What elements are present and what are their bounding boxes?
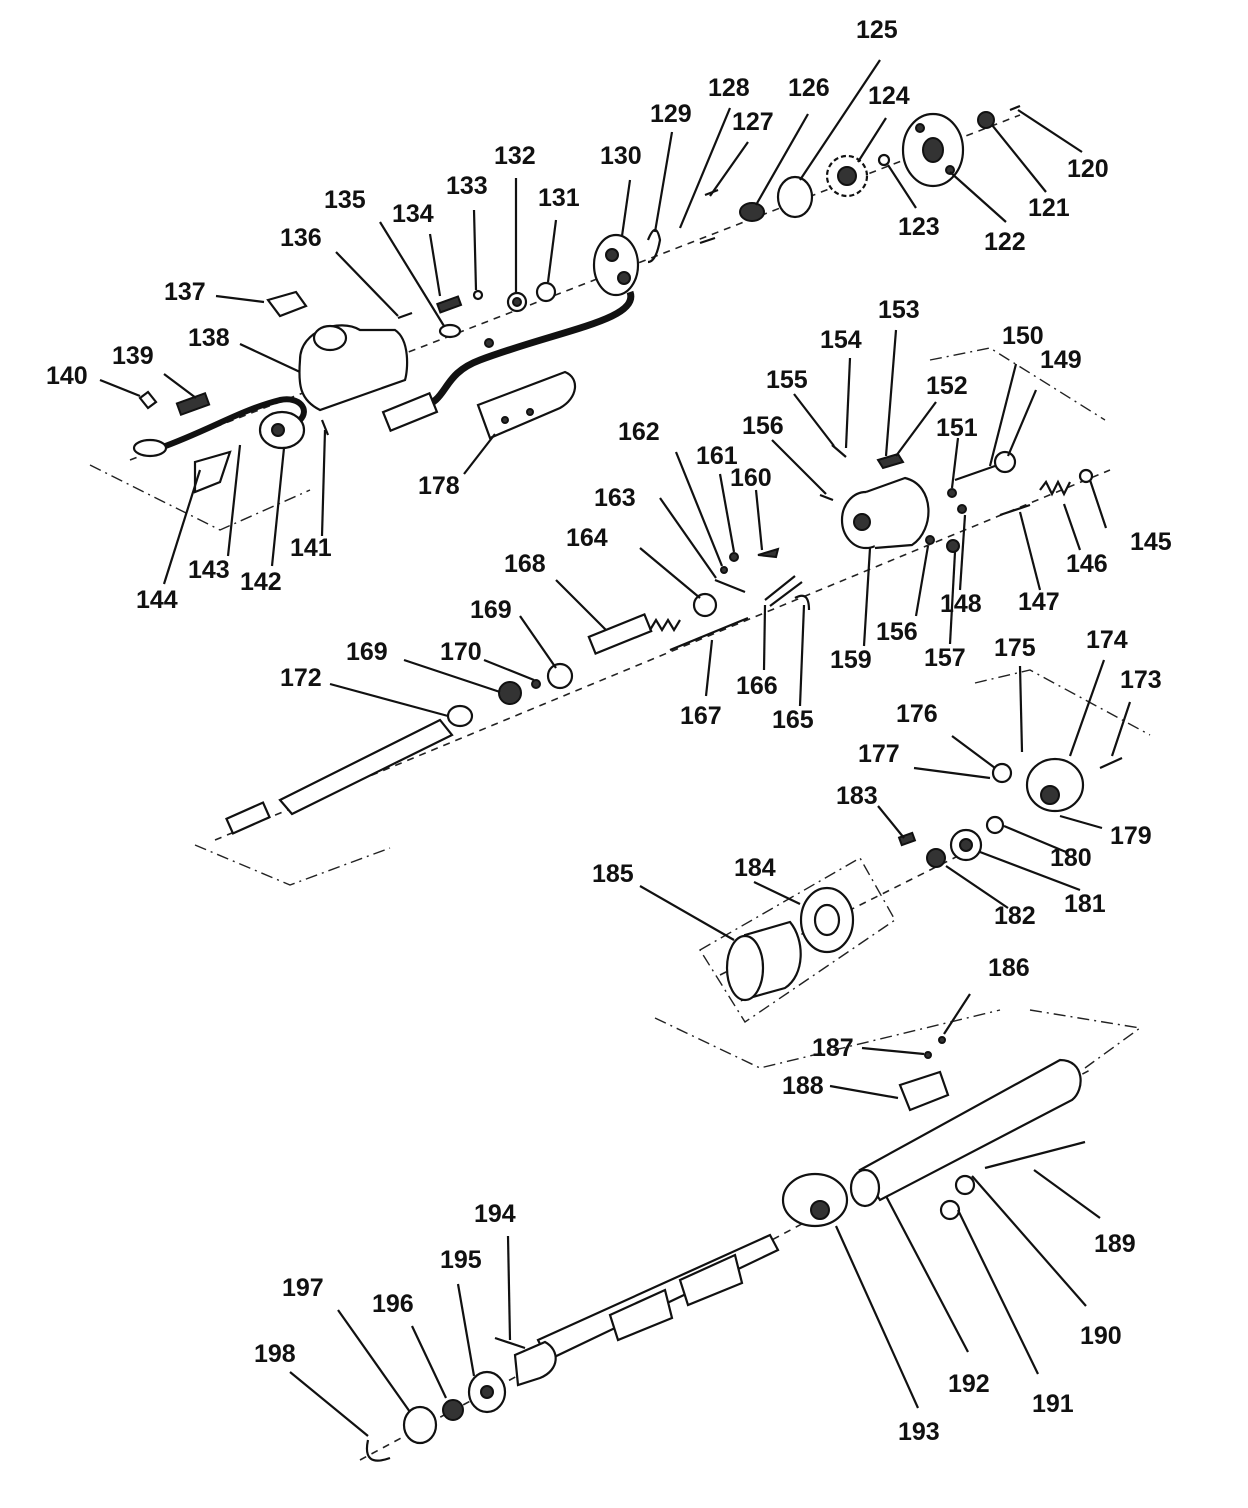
callout-179: 179 [1110, 822, 1152, 850]
callout-198: 198 [254, 1340, 296, 1368]
callout-120: 120 [1067, 155, 1109, 183]
callout-161: 161 [696, 442, 738, 470]
callout-157: 157 [924, 644, 966, 672]
part-193-flange [781, 1172, 849, 1228]
middle-row-parts [225, 444, 1094, 835]
callout-186: 186 [988, 954, 1030, 982]
callout-137: 137 [164, 278, 206, 306]
callout-145: 145 [1130, 528, 1172, 556]
callout-147: 147 [1018, 588, 1060, 616]
callout-labels: 120 121 122 123 124 125 126 127 128 129 … [46, 16, 1172, 1446]
callout-141: 141 [290, 534, 332, 562]
callout-128: 128 [708, 74, 750, 102]
callout-123: 123 [898, 213, 940, 241]
callout-149: 149 [1040, 346, 1082, 374]
callout-135: 135 [324, 186, 366, 214]
part-125-plate [776, 175, 814, 219]
callout-150: 150 [1002, 322, 1044, 350]
callout-159: 159 [830, 646, 872, 674]
callout-162: 162 [618, 418, 660, 446]
callout-136: 136 [280, 224, 322, 252]
callout-175: 175 [994, 634, 1036, 662]
callout-153: 153 [878, 296, 920, 324]
callout-122: 122 [984, 228, 1026, 256]
part-197-ring [402, 1405, 438, 1445]
callout-154: 154 [820, 326, 862, 354]
part-121-nut [977, 111, 995, 129]
callout-140: 140 [46, 362, 88, 390]
callout-172: 172 [280, 664, 322, 692]
part-130-switch [592, 233, 640, 297]
callout-138: 138 [188, 324, 230, 352]
leader-lines [99, 59, 1132, 1437]
callout-191: 191 [1032, 1390, 1074, 1418]
callout-124: 124 [868, 82, 910, 110]
callout-163: 163 [594, 484, 636, 512]
callout-193: 193 [898, 1418, 940, 1446]
callout-125: 125 [856, 16, 898, 44]
callout-169b: 169 [346, 638, 388, 666]
callout-168: 168 [504, 550, 546, 578]
callout-178: 178 [418, 472, 460, 500]
callout-167: 167 [680, 702, 722, 730]
callout-126: 126 [788, 74, 830, 102]
callout-195: 195 [440, 1246, 482, 1274]
callout-189: 189 [1094, 1230, 1136, 1258]
part-168-shaft [587, 612, 653, 656]
callout-131: 131 [538, 184, 580, 212]
bottom-row-parts [365, 1233, 780, 1462]
callout-151: 151 [936, 414, 978, 442]
callout-143: 143 [188, 556, 230, 584]
callout-196: 196 [372, 1290, 414, 1318]
callout-132: 132 [494, 142, 536, 170]
callout-142: 142 [240, 568, 282, 596]
callout-160: 160 [730, 464, 772, 492]
callout-169a: 169 [470, 596, 512, 624]
callout-164: 164 [566, 524, 608, 552]
callout-183: 183 [836, 782, 878, 810]
callout-146: 146 [1066, 550, 1108, 578]
upper-row-parts [132, 104, 1021, 494]
callout-182: 182 [994, 902, 1036, 930]
assembly-axes [129, 114, 1111, 1461]
callout-130: 130 [600, 142, 642, 170]
callout-190: 190 [1080, 1322, 1122, 1350]
part-178-cover [476, 370, 576, 440]
callout-181: 181 [1064, 890, 1106, 918]
right-middle-parts [725, 756, 1123, 1228]
callout-197: 197 [282, 1274, 324, 1302]
grouping-frames [89, 347, 1151, 1069]
callout-176: 176 [896, 700, 938, 728]
callout-156a: 156 [742, 412, 784, 440]
callout-144: 144 [136, 586, 178, 614]
callout-127: 127 [732, 108, 774, 136]
callout-192: 192 [948, 1370, 990, 1398]
callout-187: 187 [812, 1034, 854, 1062]
callout-166: 166 [736, 672, 778, 700]
callout-177: 177 [858, 740, 900, 768]
callout-185: 185 [592, 860, 634, 888]
part-188-bracket [898, 1070, 950, 1112]
callout-134: 134 [392, 200, 434, 228]
callout-139: 139 [112, 342, 154, 370]
callout-173: 173 [1120, 666, 1162, 694]
callout-174: 174 [1086, 626, 1128, 654]
part-172-shaft [278, 718, 454, 816]
callout-156b: 156 [876, 618, 918, 646]
callout-184: 184 [734, 854, 776, 882]
callout-155: 155 [766, 366, 808, 394]
callout-121: 121 [1028, 194, 1070, 222]
callout-129: 129 [650, 100, 692, 128]
callout-170: 170 [440, 638, 482, 666]
callout-180: 180 [1050, 844, 1092, 872]
callout-194: 194 [474, 1200, 516, 1228]
part-192-jacket [858, 1058, 1082, 1202]
callout-188: 188 [782, 1072, 824, 1100]
callout-133: 133 [446, 172, 488, 200]
callout-165: 165 [772, 706, 814, 734]
callout-148: 148 [940, 590, 982, 618]
callout-152: 152 [926, 372, 968, 400]
part-130-wire-harness [418, 290, 635, 412]
